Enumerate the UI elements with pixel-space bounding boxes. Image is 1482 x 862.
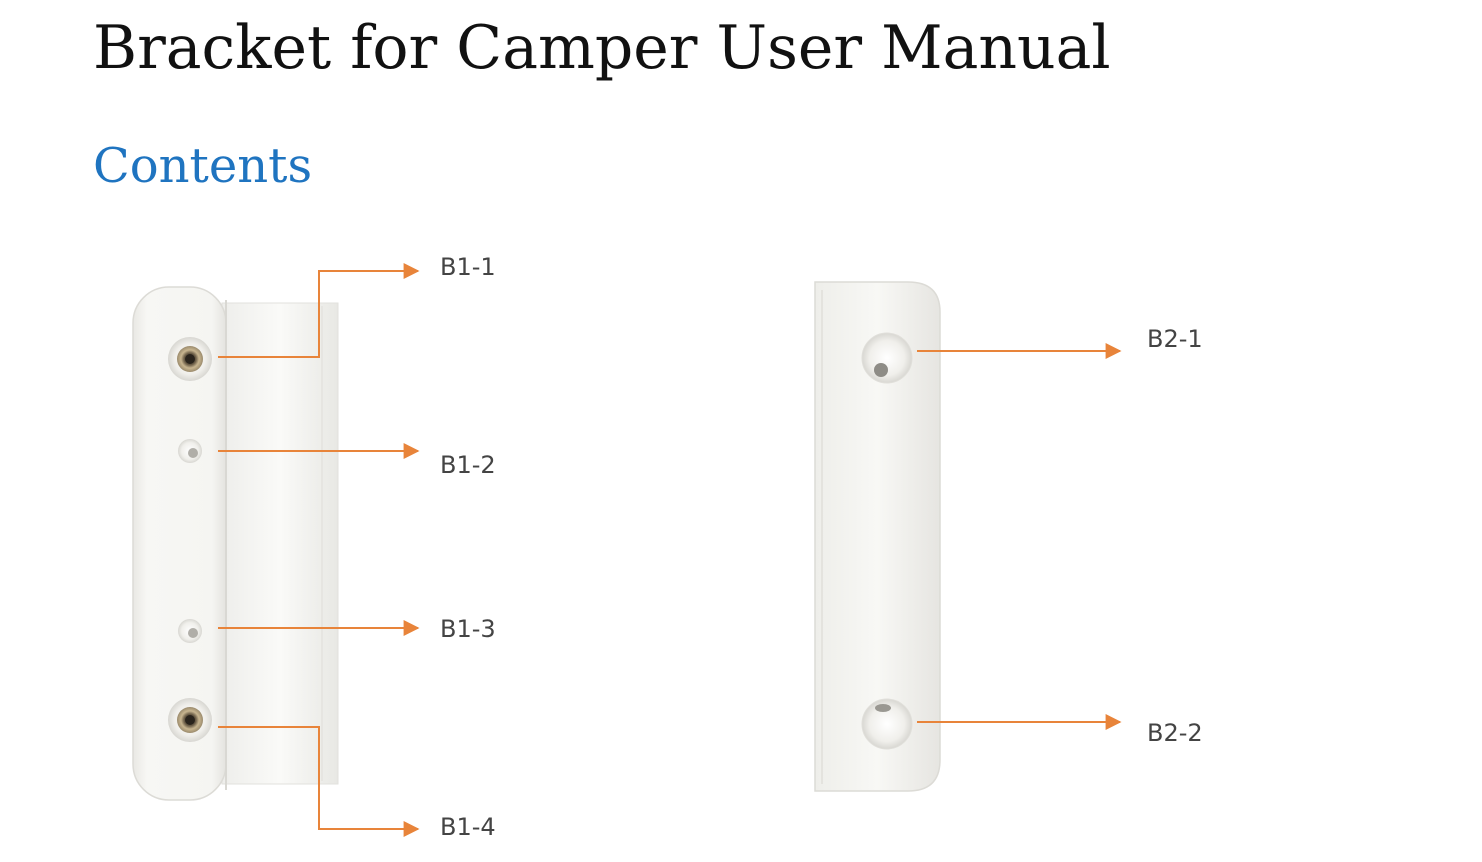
callout-b1-1: B1-1	[440, 253, 496, 281]
screw-hole-upper	[178, 439, 202, 463]
leader-b1-4	[218, 726, 420, 837]
callout-b2-1: B2-1	[1147, 325, 1203, 353]
callout-b1-4: B1-4	[440, 813, 496, 841]
callout-b2-2: B2-2	[1147, 719, 1203, 747]
leader-b1-1	[218, 263, 420, 358]
callout-b1-3: B1-3	[440, 615, 496, 643]
screw-hole-b2-bottom	[861, 698, 913, 750]
document-title: Bracket for Camper User Manual	[93, 13, 1111, 83]
threaded-insert-bottom	[168, 698, 212, 742]
bracket-b1-leaders	[218, 263, 420, 837]
screw-hole-lower	[178, 619, 202, 643]
bracket-b2-leaders	[917, 343, 1122, 730]
callout-b1-2: B1-2	[440, 451, 496, 479]
bracket-b2-photo	[814, 281, 941, 792]
screw-hole-b2-top	[861, 332, 913, 384]
threaded-insert-top	[168, 337, 212, 381]
contents-heading: Contents	[93, 138, 313, 194]
bracket-b1-photo	[132, 286, 339, 801]
